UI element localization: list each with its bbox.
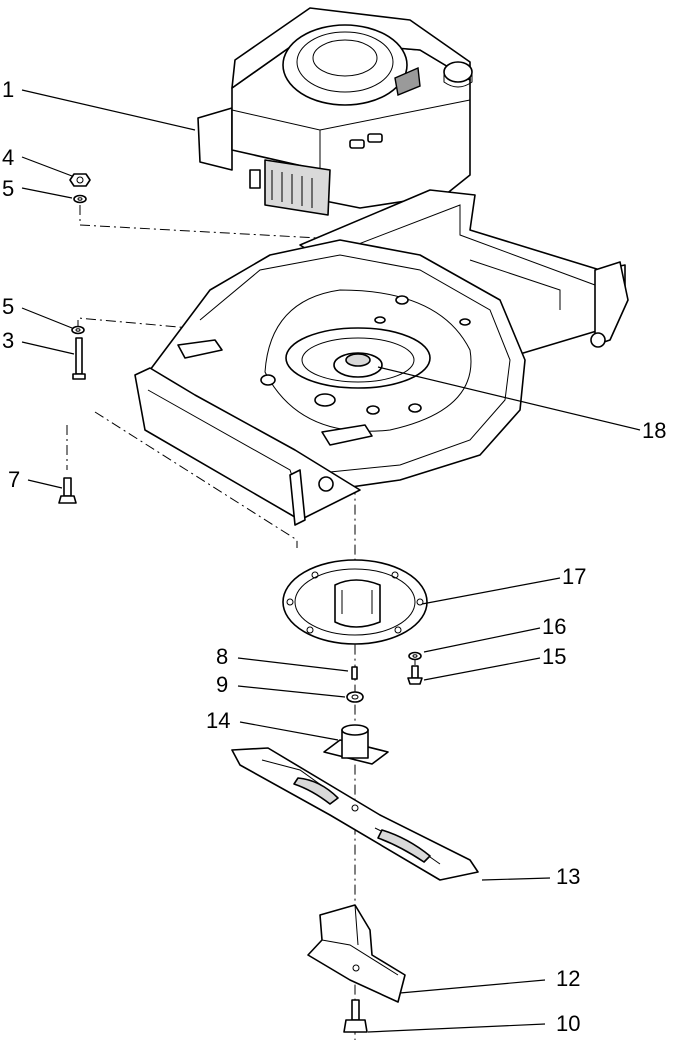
small-washer xyxy=(408,651,422,661)
spacer xyxy=(346,691,364,703)
washer-lower xyxy=(71,325,85,335)
callout-14: 14 xyxy=(206,708,230,733)
nut xyxy=(69,173,91,187)
blade-plate xyxy=(282,559,428,645)
blade-adapter xyxy=(323,724,389,765)
screw xyxy=(407,665,423,685)
callout-15: 15 xyxy=(542,644,566,669)
callout-4: 4 xyxy=(2,145,14,170)
key xyxy=(351,666,358,680)
callout-16: 16 xyxy=(542,614,566,639)
callout-5-upper: 5 xyxy=(2,176,14,201)
callout-labels: 1 4 5 5 3 18 7 17 16 8 15 9 14 13 12 10 xyxy=(2,77,666,1036)
callout-13: 13 xyxy=(556,864,580,889)
callout-5-lower: 5 xyxy=(2,294,14,319)
washer-upper xyxy=(73,194,87,204)
blade-bolt xyxy=(343,999,368,1033)
leader-lines xyxy=(21,89,641,1033)
mower-deck xyxy=(134,189,629,526)
callout-10: 10 xyxy=(556,1011,580,1036)
callout-8: 8 xyxy=(216,644,228,669)
callout-3: 3 xyxy=(2,328,14,353)
callout-9: 9 xyxy=(216,672,228,697)
callout-7: 7 xyxy=(8,467,20,492)
callout-1: 1 xyxy=(2,77,14,102)
engine xyxy=(197,7,473,216)
callout-18: 18 xyxy=(642,418,666,443)
callout-17: 17 xyxy=(562,564,586,589)
callout-12: 12 xyxy=(556,966,580,991)
mulching-insert xyxy=(307,904,406,1003)
blade xyxy=(231,747,479,881)
long-bolt xyxy=(72,337,86,380)
shoulder-bolt xyxy=(58,477,77,504)
